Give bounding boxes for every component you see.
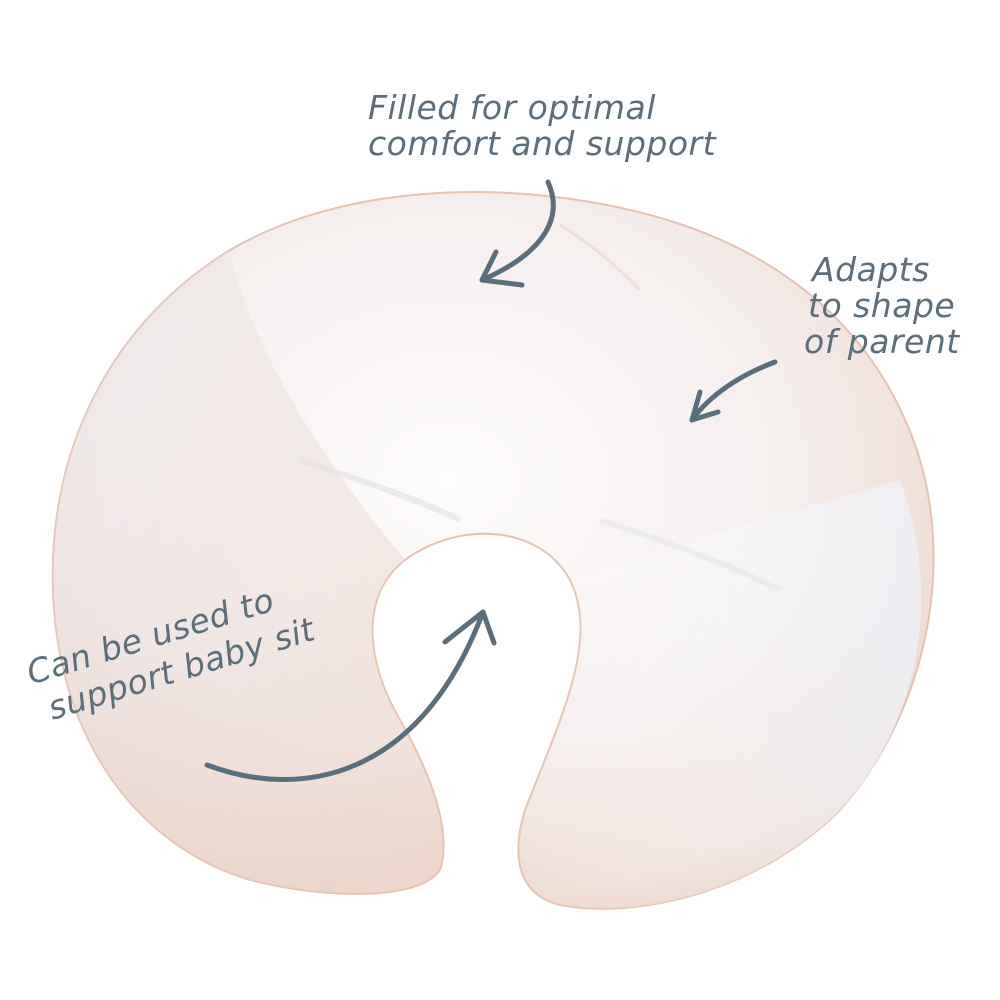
annotation-line: comfort and support [368, 124, 717, 163]
pillow-right-shading [518, 480, 922, 909]
annotation-line: Filled for optimal [368, 88, 656, 127]
annotation-line: of parent [804, 322, 960, 361]
annotation-filled-comfort: Filled for optimal comfort and support [368, 90, 716, 162]
arrow-baby-icon [204, 609, 486, 782]
annotation-line: to shape [808, 286, 956, 325]
arrow-adapts-icon [689, 359, 778, 423]
annotation-adapts-shape: Adapts to shape of parent [804, 250, 960, 360]
arrow-filled-icon [479, 179, 556, 283]
annotation-line: Adapts [812, 250, 930, 289]
pillow-left-shading [52, 250, 444, 894]
